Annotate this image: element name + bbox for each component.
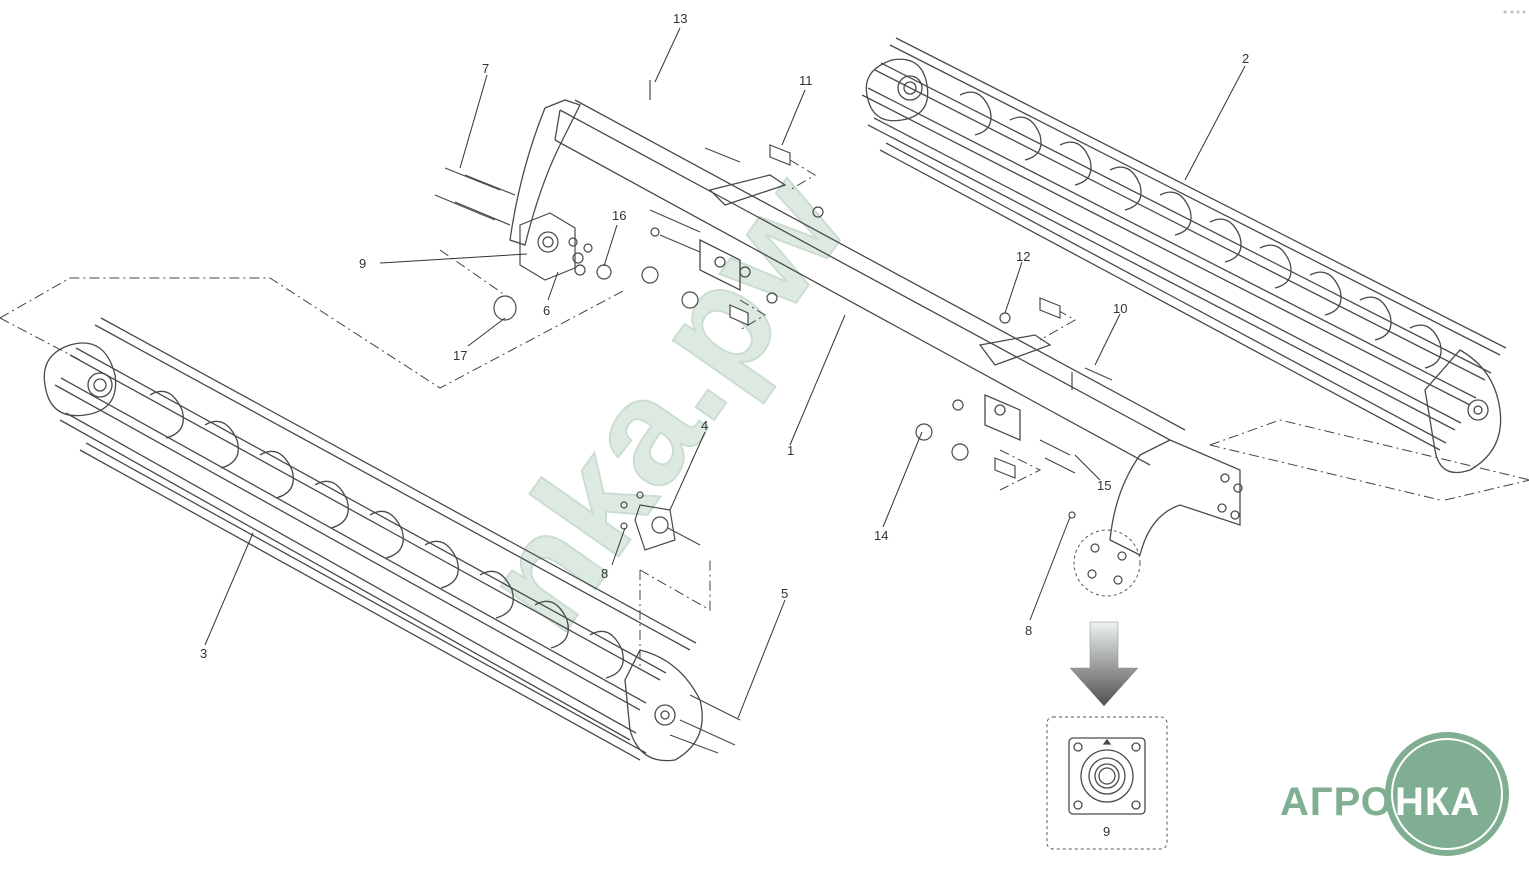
callout-2: 2 bbox=[1242, 51, 1249, 66]
callout-15: 15 bbox=[1097, 478, 1111, 493]
hub-flange bbox=[620, 491, 701, 551]
nuts bbox=[650, 206, 1076, 519]
corner-mark bbox=[1503, 10, 1526, 14]
callout-8a: 8 bbox=[601, 566, 608, 581]
end-bolts bbox=[669, 694, 741, 754]
leader-lines bbox=[204, 27, 1246, 719]
callout-10: 10 bbox=[1113, 301, 1127, 316]
frame-end-bolts bbox=[1087, 543, 1127, 585]
callouts: 1 2 3 4 5 6 7 8 8 9 10 11 12 13 14 15 16… bbox=[200, 11, 1249, 661]
agronka-logo: АГРО НКА bbox=[1280, 732, 1509, 856]
down-arrow-icon bbox=[1069, 621, 1139, 707]
logo-text-left: АГРО bbox=[1280, 780, 1393, 824]
callout-14: 14 bbox=[874, 528, 888, 543]
callout-17: 17 bbox=[453, 348, 467, 363]
logo-ring bbox=[1391, 738, 1503, 850]
callout-16: 16 bbox=[612, 208, 626, 223]
callout-3: 3 bbox=[200, 646, 207, 661]
callout-13: 13 bbox=[673, 11, 687, 26]
callout-5: 5 bbox=[781, 586, 788, 601]
inset-detail-circle bbox=[1073, 529, 1141, 597]
bushings bbox=[729, 144, 1061, 479]
roller-right bbox=[861, 37, 1507, 474]
callout-6: 6 bbox=[543, 303, 550, 318]
inset-box: 9 bbox=[1046, 716, 1168, 850]
bolts bbox=[434, 80, 1113, 474]
callout-12: 12 bbox=[1016, 249, 1030, 264]
main-frame bbox=[509, 99, 1243, 556]
callout-1: 1 bbox=[787, 443, 794, 458]
flange-bearing-icon bbox=[1068, 737, 1146, 815]
logo-text-right: НКА bbox=[1395, 780, 1480, 824]
roller-left bbox=[43, 317, 703, 762]
callout-9: 9 bbox=[359, 256, 366, 271]
callout-9-inset: 9 bbox=[1103, 824, 1110, 839]
callout-8b: 8 bbox=[1025, 623, 1032, 638]
callout-4: 4 bbox=[701, 418, 708, 433]
callout-11: 11 bbox=[799, 73, 813, 88]
logo-circle bbox=[1385, 732, 1509, 856]
callout-7: 7 bbox=[482, 61, 489, 76]
